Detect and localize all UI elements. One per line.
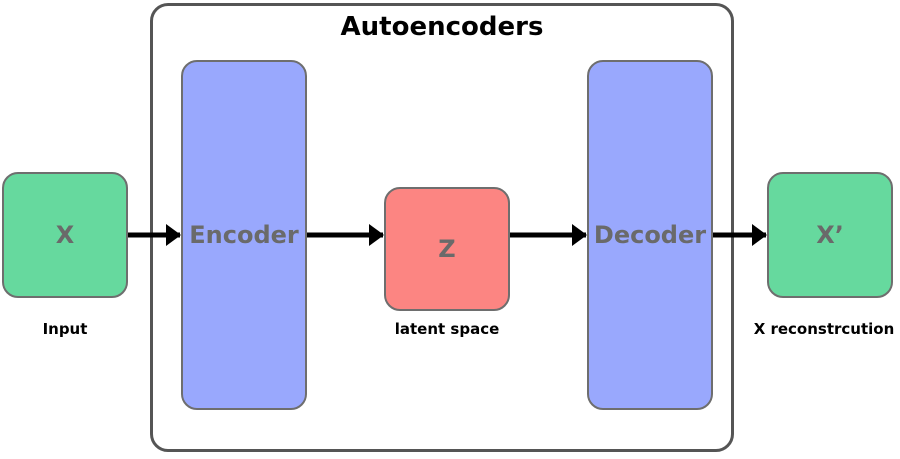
autoencoder-frame <box>150 3 734 452</box>
decoder-box: Decoder <box>587 60 713 410</box>
input-box: X <box>2 172 128 298</box>
arrowhead-latent-to-decoder <box>572 224 587 246</box>
latent-box: Z <box>384 187 510 311</box>
decoder-box-label: Decoder <box>593 221 707 249</box>
diagram-title: Autoencoders <box>340 12 544 42</box>
latent-caption: latent space <box>394 320 500 338</box>
encoder-box: Encoder <box>181 60 307 410</box>
output-box-label: X’ <box>816 221 844 249</box>
arrowhead-decoder-to-output <box>752 224 767 246</box>
encoder-box-label: Encoder <box>189 221 299 249</box>
arrowhead-encoder-to-latent <box>369 224 384 246</box>
input-box-label: X <box>55 221 75 249</box>
latent-box-label: Z <box>438 235 456 263</box>
arrowhead-input-to-encoder <box>166 224 181 246</box>
input-caption: Input <box>42 320 88 338</box>
output-box: X’ <box>767 172 893 298</box>
output-caption: X reconstrcution <box>753 320 895 338</box>
